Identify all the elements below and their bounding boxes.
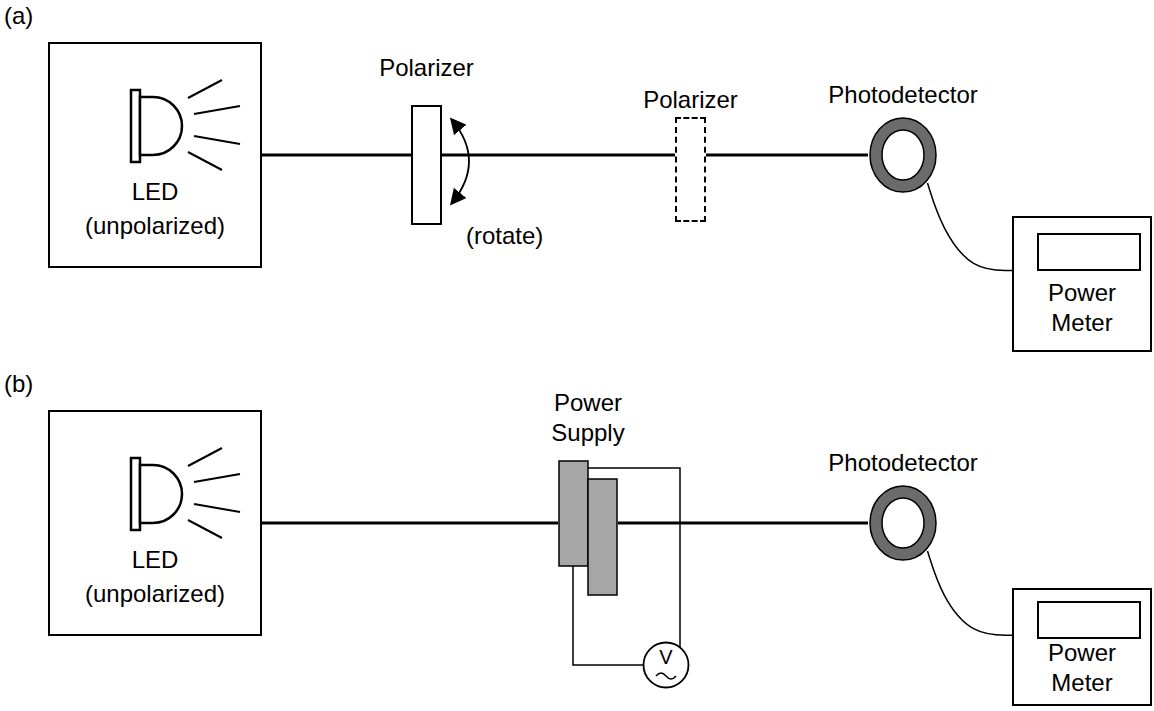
part-heading: Photodetector [808,448,998,478]
led-symbol [131,448,240,538]
light-beam [262,154,411,157]
box-text: Power Meter [1032,638,1132,698]
polarizer-dashed: Polarizer [675,117,706,222]
panel-label: (a) [4,2,33,31]
wire [928,183,1013,270]
liquid-crystal-cell: Power Supply [558,460,618,596]
polarizer: Polarizer [411,105,442,225]
box-text: LED (unpolarized) [80,543,230,610]
detector-ring [868,116,938,194]
rotate-arrow [452,120,469,203]
photodetector: Photodetector [868,484,938,562]
voltage-source: V [642,641,690,689]
wire [588,468,680,647]
cell-plates [558,460,618,596]
light-beam [262,522,558,525]
part-heading: Photodetector [808,80,998,110]
wire [928,551,1013,635]
detector-ring [868,484,938,562]
panel-label: (b) [4,370,33,399]
photodetector: Photodetector [868,116,938,194]
rotate-note: (rotate) [466,222,543,251]
part-heading: Polarizer [626,85,756,115]
led-symbol [131,80,240,170]
box-text: LED (unpolarized) [80,175,230,242]
led-box: LED (unpolarized) [48,410,262,636]
part-heading: Polarizer [362,53,492,83]
led-box: LED (unpolarized) [48,42,262,268]
part-heading: Power Supply [533,388,643,448]
light-beam [442,154,675,157]
power-meter: Power Meter [1012,216,1152,352]
box-text: V [642,646,690,668]
box-text: Power Meter [1032,278,1132,338]
light-beam [618,522,868,525]
light-beam [706,154,868,157]
power-meter: Power Meter [1012,588,1152,706]
